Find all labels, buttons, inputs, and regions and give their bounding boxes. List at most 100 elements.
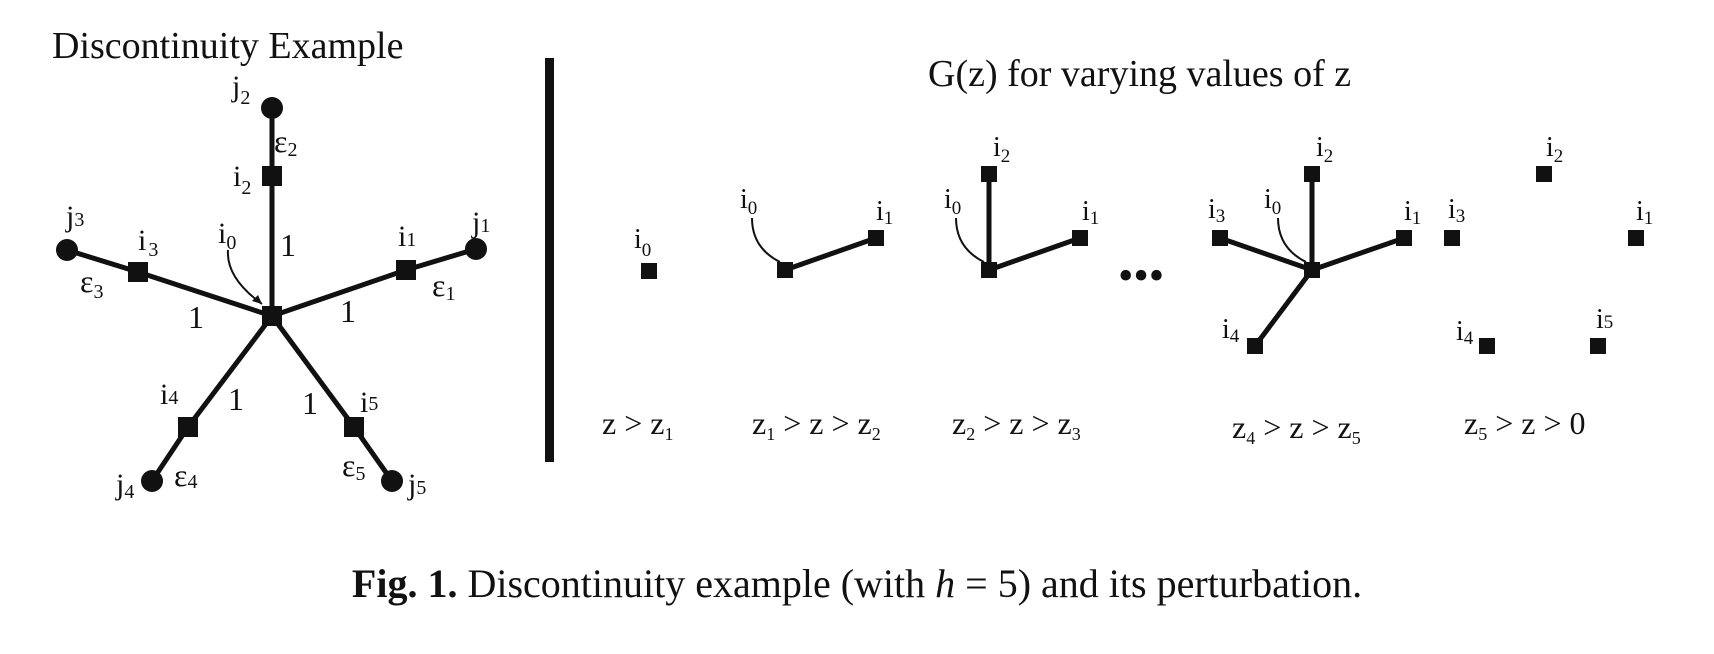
edge-i1-j1	[405, 246, 477, 273]
s5-node-i1	[1628, 230, 1644, 246]
s4-label-i4: i4	[1222, 314, 1240, 347]
node-i5	[344, 417, 364, 437]
stage-5: i2 i1 i3 i4 i5 z5 > z > 0	[1444, 132, 1653, 444]
s4-label-i2: i2	[1316, 132, 1333, 167]
label-j4: j4	[115, 468, 134, 503]
panel-divider	[545, 58, 554, 462]
s4-edge-i0-i4	[1253, 268, 1314, 348]
s3-label-i0: i0	[944, 184, 961, 219]
label-j1: j1	[471, 206, 490, 239]
s3-pointer-arrow	[955, 217, 985, 263]
arrowhead	[252, 295, 262, 304]
s5-label-i1: i1	[1636, 196, 1653, 229]
s3-edge-i0-i1	[988, 235, 1081, 273]
node-i0	[262, 306, 282, 326]
node-i4	[178, 417, 198, 437]
s1-node-i0	[641, 263, 657, 279]
s2-node-i0	[777, 262, 793, 278]
label-i5: i5	[360, 386, 378, 419]
cost-i3-j3: ε3	[80, 263, 103, 303]
s3-node-i2	[981, 166, 997, 182]
label-j5: j5	[407, 468, 426, 501]
s5-node-i3	[1444, 230, 1460, 246]
s5-label-i5: i5	[1596, 304, 1613, 335]
s3-node-i0	[981, 262, 997, 278]
s3-condition: z2 > z > z3	[952, 405, 1081, 444]
s4-node-i3	[1212, 230, 1228, 246]
label-i1: i1	[398, 220, 416, 253]
facility-nodes	[128, 166, 416, 437]
s4-node-i4	[1247, 338, 1263, 354]
label-j2: j2	[231, 70, 250, 109]
center-edge-costs: 1 1 1 1 1	[188, 227, 356, 421]
s4-node-i1	[1396, 230, 1412, 246]
s2-pointer-arrow	[751, 217, 781, 263]
s4-label-i0: i0	[1264, 184, 1281, 219]
s5-node-i5	[1590, 338, 1606, 354]
cost-i0-i5: 1	[302, 385, 318, 421]
s5-node-i2	[1536, 166, 1552, 182]
edge-i3-j3	[66, 247, 139, 275]
stage-4: i0 i2 i1 i3 i4 z4 > z > z5	[1208, 132, 1421, 448]
edge-i0-i5	[269, 314, 357, 429]
edge-i0-i3	[137, 269, 273, 319]
label-j3: j3	[65, 200, 84, 233]
s4-label-i1: i1	[1404, 196, 1421, 229]
s5-node-i4	[1479, 338, 1495, 354]
node-i2	[262, 166, 282, 186]
cost-i0-i2: 1	[280, 227, 296, 263]
label-i2: i2	[233, 160, 251, 199]
s4-condition: z4 > z > z5	[1232, 409, 1361, 448]
s5-condition: z5 > z > 0	[1464, 405, 1586, 444]
caption-text: Discontinuity example (with h = 5) and i…	[467, 561, 1363, 606]
s4-node-i0	[1304, 262, 1320, 278]
node-j4	[141, 470, 163, 492]
s1-label-i0: i0	[634, 224, 651, 261]
edge-i0-i1	[271, 267, 407, 319]
i0-pointer-arrow	[226, 249, 263, 305]
node-j2	[261, 97, 283, 119]
left-panel-title: Discontinuity Example	[52, 25, 403, 67]
center-edges	[137, 176, 407, 429]
s2-node-i1	[868, 230, 884, 246]
node-i1	[396, 260, 416, 280]
cost-i4-j4: ε4	[174, 457, 197, 493]
edge-i0-i4	[186, 314, 274, 429]
right-panel: G(z) for varying values of z i0 z > z1 i…	[602, 53, 1653, 448]
label-i4: i4	[160, 378, 178, 411]
left-panel: Discontinuity Example	[52, 25, 490, 503]
s5-label-i2: i2	[1546, 132, 1563, 167]
stage-1: i0 z > z1	[602, 224, 673, 444]
s4-pointer-arrow	[1277, 217, 1307, 263]
node-j1	[465, 238, 487, 260]
s5-label-i4: i4	[1456, 316, 1474, 349]
cost-i0-i1: 1	[340, 293, 356, 329]
cost-i2-j2: ε2	[274, 123, 297, 161]
stage-2: i0 i1 z1 > z > z2	[740, 184, 893, 444]
node-j3	[56, 239, 78, 261]
s3-label-i1: i1	[1082, 196, 1099, 229]
s3-node-i1	[1072, 230, 1088, 246]
s2-label-i0: i0	[740, 184, 757, 219]
stage-3: i0 i2 i1 z2 > z > z3	[944, 132, 1099, 444]
node-j5	[381, 470, 403, 492]
cost-i5-j5: ε5	[342, 447, 365, 485]
right-panel-title: G(z) for varying values of z	[928, 53, 1351, 95]
cost-i0-i4: 1	[228, 381, 244, 417]
caption-label: Fig. 1.	[351, 561, 458, 606]
cost-i0-i3: 1	[188, 299, 204, 335]
s1-condition: z > z1	[602, 405, 673, 444]
s4-edge-i0-i1	[1311, 235, 1405, 273]
s5-label-i3: i3	[1448, 194, 1465, 227]
client-nodes	[56, 97, 487, 492]
s2-condition: z1 > z > z2	[752, 405, 881, 444]
stage-ellipsis: •••	[1118, 251, 1164, 300]
cost-i1-j1: ε1	[432, 267, 455, 305]
s3-label-i2: i2	[993, 132, 1010, 167]
s4-node-i2	[1304, 166, 1320, 182]
label-i0: i0	[218, 217, 236, 254]
s2-edge-i0-i1	[784, 235, 877, 273]
s4-label-i3: i3	[1208, 194, 1225, 227]
